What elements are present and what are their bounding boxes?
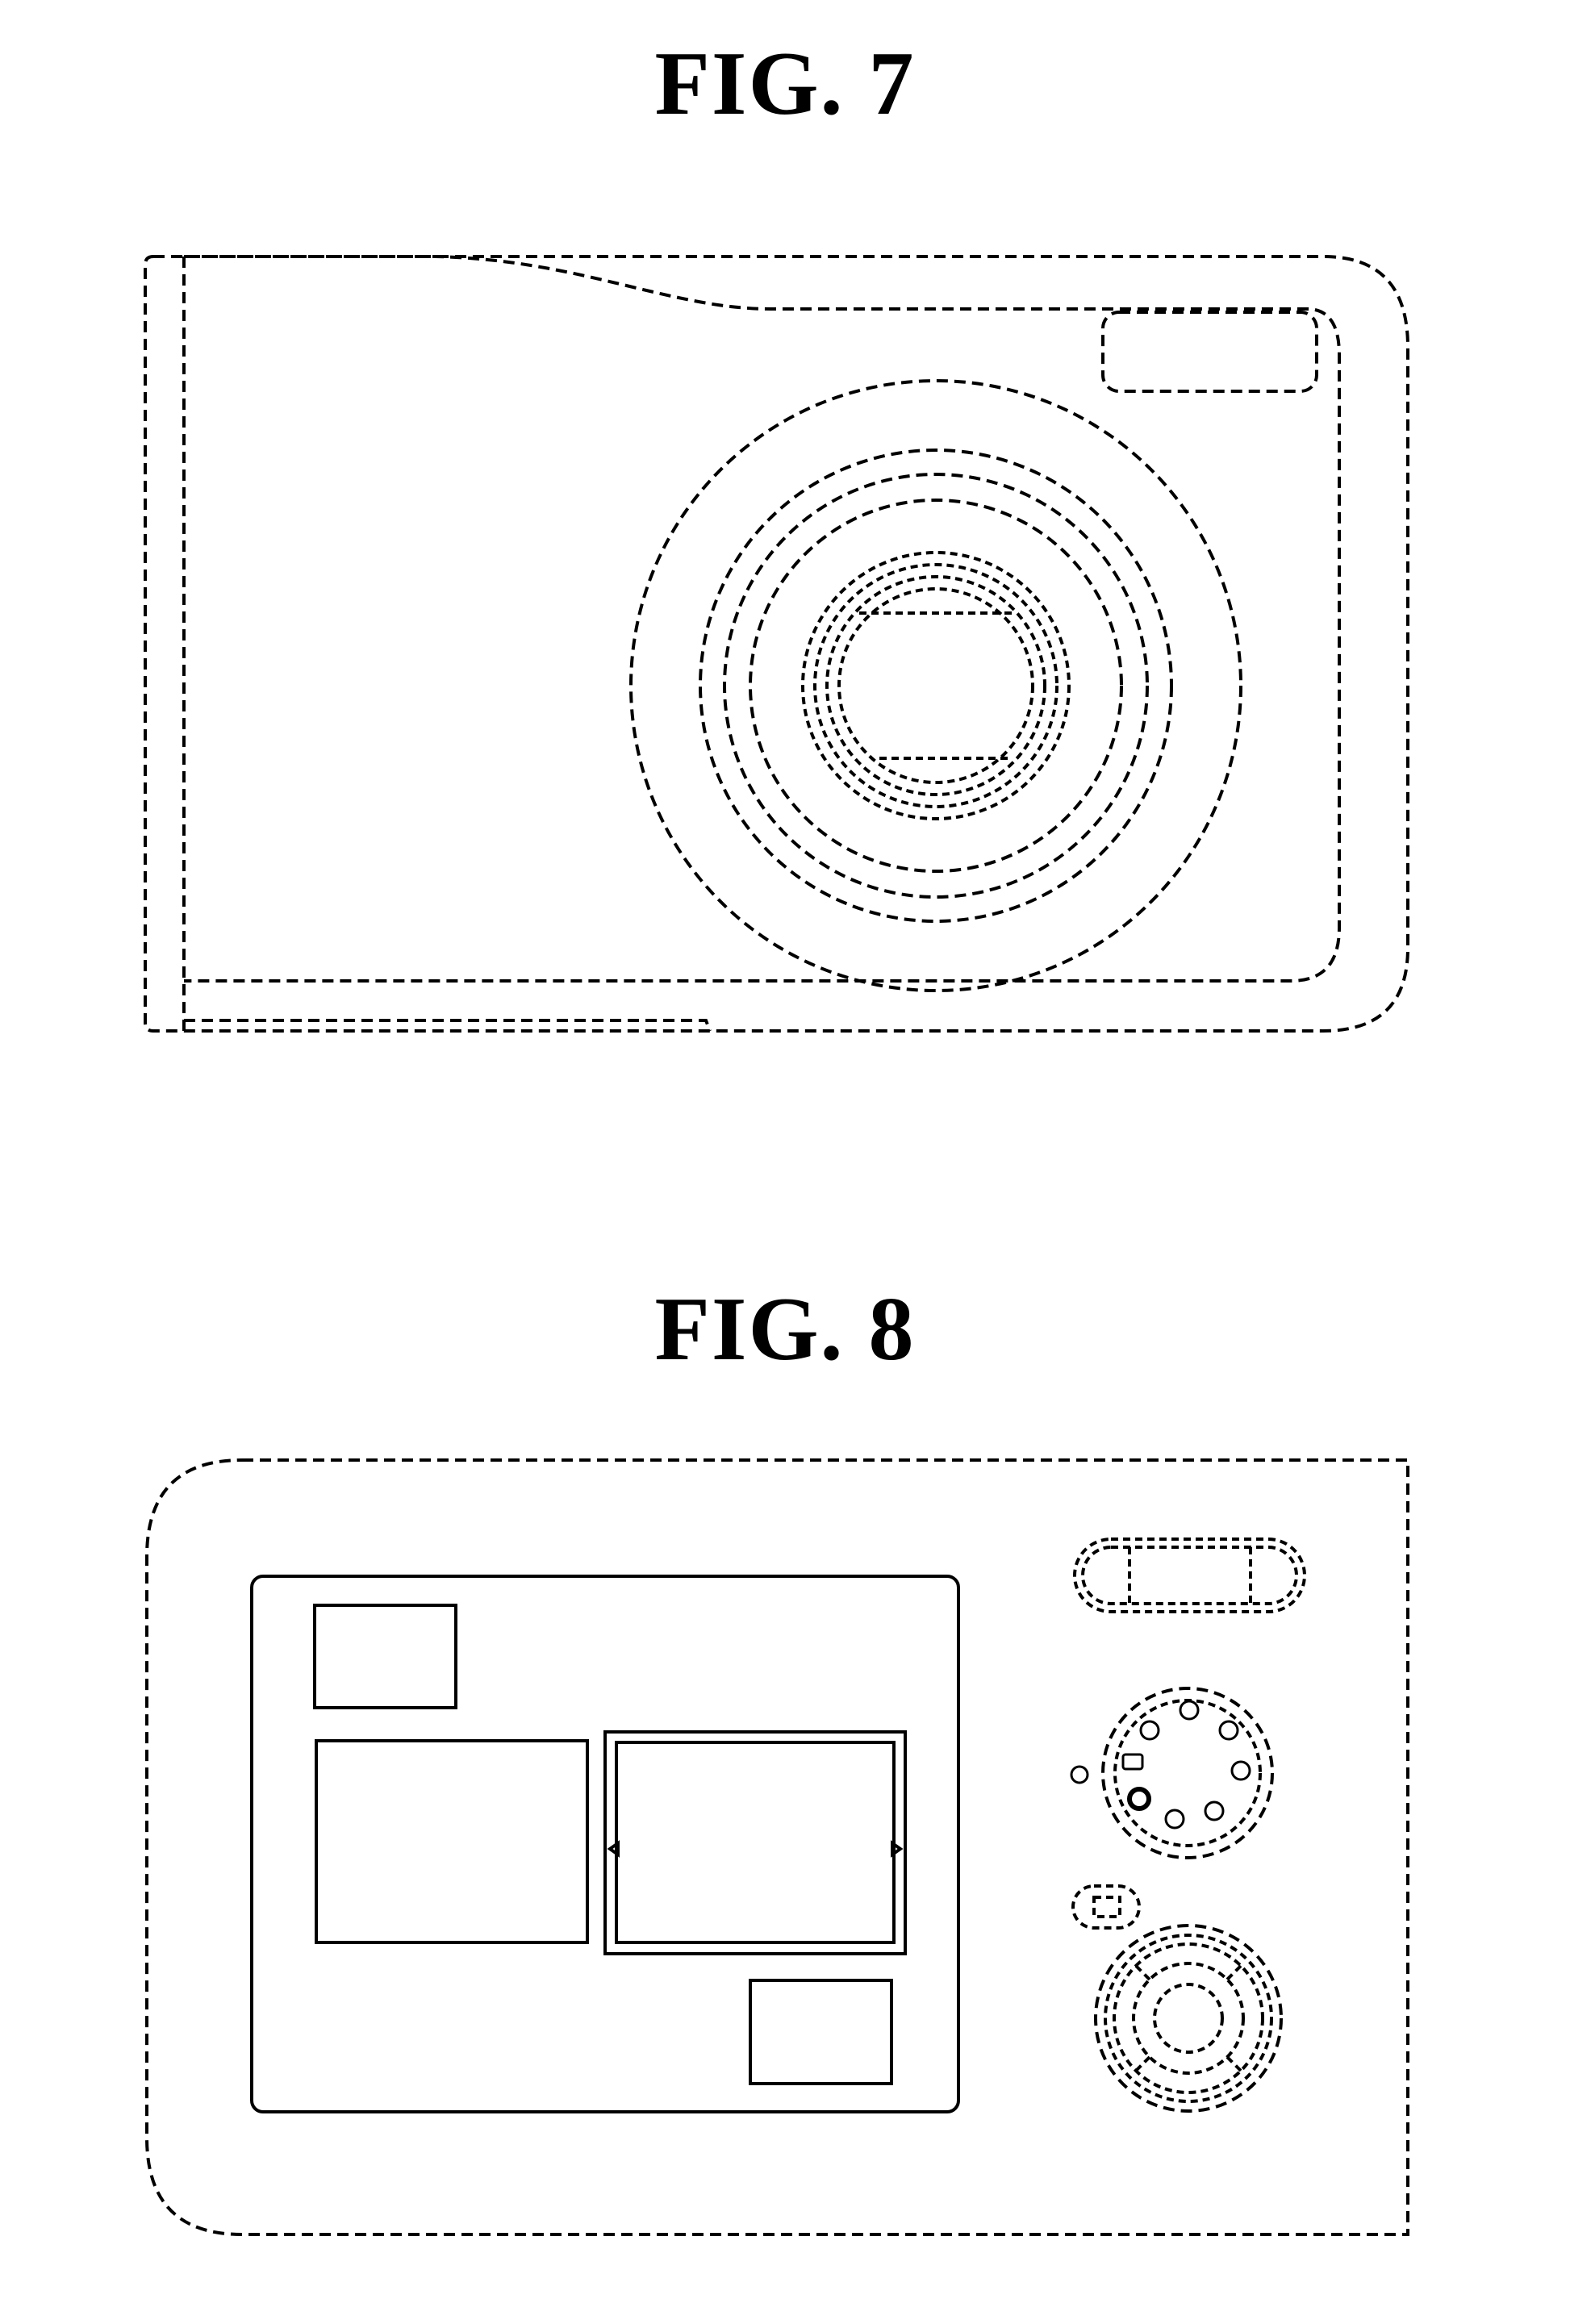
scene-mode-icon-1 — [1141, 1721, 1159, 1739]
lens-ring-7 — [827, 577, 1045, 795]
lens-ring-5 — [803, 553, 1069, 819]
scene-mode-icon-2 — [1180, 1701, 1198, 1719]
zoom-lever-center — [1129, 1547, 1251, 1604]
lcd-right-arrow-marker — [892, 1843, 900, 1855]
lcd-left-arrow-marker — [610, 1843, 618, 1855]
lens-ring-4 — [750, 500, 1121, 871]
four-way-controller — [1096, 1926, 1281, 2111]
mode-dial-inner-ring — [1115, 1700, 1260, 1846]
lcd-small-box-top — [315, 1605, 456, 1708]
display-button-outer — [1073, 1886, 1139, 1928]
camera-body-outline — [145, 257, 1408, 1031]
lcd-selected-box-outer — [605, 1732, 905, 1954]
display-button-inner — [1094, 1897, 1120, 1917]
lens-aperture — [859, 613, 1013, 758]
lcd-large-box-left — [316, 1741, 587, 1942]
controller-ring-2 — [1105, 1935, 1271, 2101]
scene-mode-icon-4 — [1232, 1762, 1250, 1780]
lens-outer-ring — [631, 381, 1241, 991]
lens-inner-ring — [839, 589, 1033, 782]
display-button — [1073, 1886, 1139, 1928]
scene-mode-icon-6 — [1166, 1810, 1184, 1828]
lens-ring-2 — [700, 450, 1171, 921]
flash-window — [1103, 312, 1317, 391]
mode-dial-outer-ring — [1103, 1688, 1272, 1858]
lens-ring-6 — [815, 565, 1057, 807]
mode-dial — [1071, 1688, 1272, 1858]
scene-mode-icon-5 — [1205, 1802, 1223, 1820]
controller-ring-4 — [1134, 1963, 1243, 2073]
zoom-lever-inner — [1083, 1547, 1297, 1604]
controller-segment-dividers — [1136, 1966, 1241, 2071]
zoom-lever-outer — [1075, 1539, 1305, 1612]
camera-front-view-drawing — [0, 0, 1570, 1129]
lens-ring-3 — [724, 474, 1147, 897]
camera-mode-icon — [1123, 1754, 1142, 1769]
scene-mode-icon-3 — [1220, 1721, 1238, 1739]
lcd-small-box-bottom — [750, 1980, 891, 2084]
lcd-screen — [252, 1576, 958, 2112]
lcd-selected-box-inner — [616, 1742, 894, 1942]
camera-grip-curve — [184, 257, 1339, 981]
controller-outer-ring — [1096, 1926, 1281, 2111]
zoom-lever — [1075, 1539, 1305, 1612]
mode-dial-symbols — [1123, 1701, 1250, 1828]
controller-center-button — [1155, 1984, 1222, 2052]
scene-mode-icon-7 — [1129, 1789, 1149, 1809]
lens-assembly — [631, 381, 1241, 991]
camera-rear-view-drawing — [0, 1371, 1570, 2324]
figure-8-label: FIG. 8 — [0, 1284, 1570, 1375]
mode-indicator-dot — [1071, 1767, 1088, 1783]
